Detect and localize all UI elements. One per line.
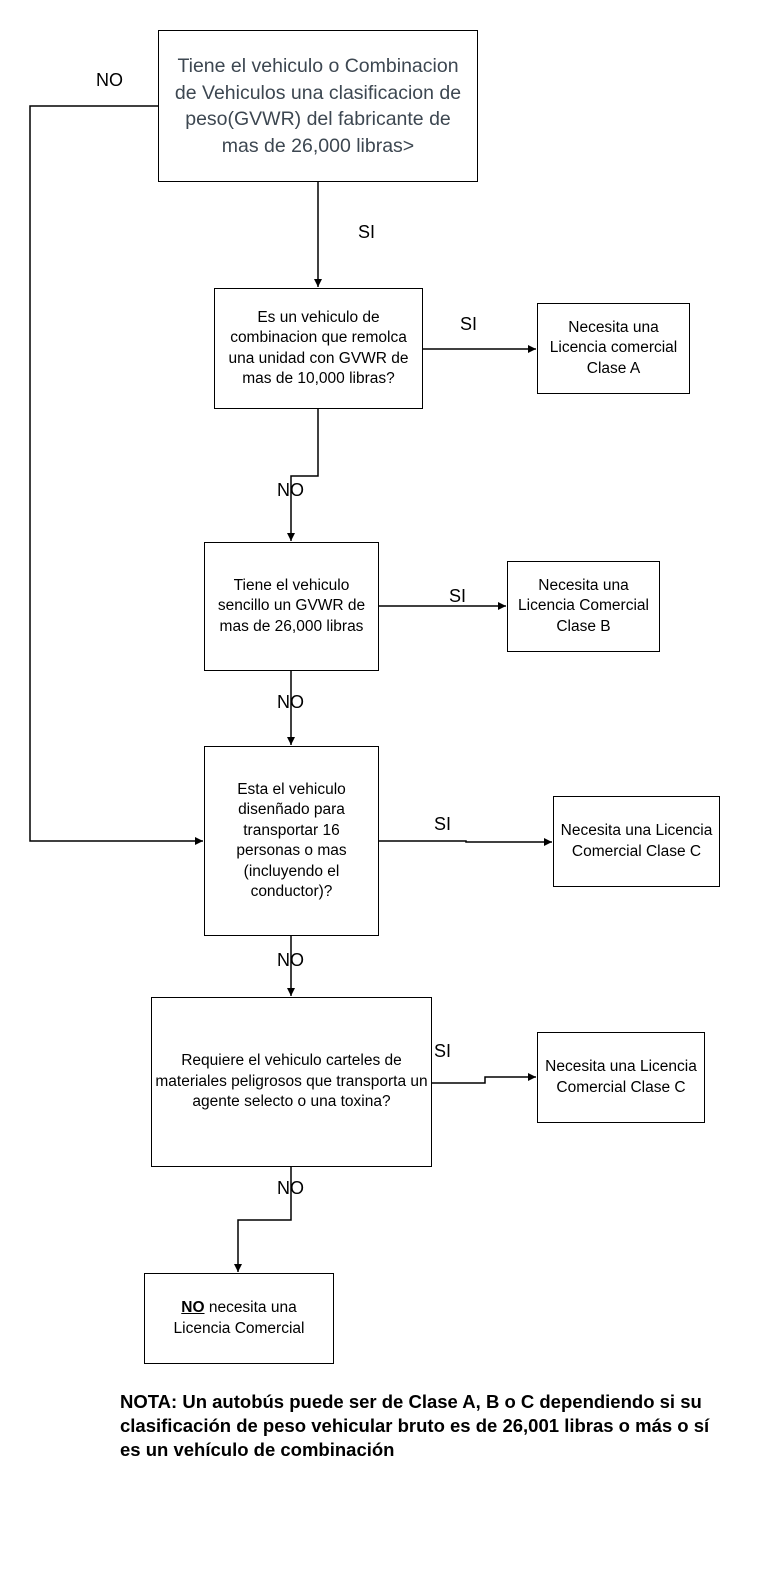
result-class-c-passengers: Necesita una Licencia Comercial Clase C: [553, 796, 720, 887]
result-class-b-text: Necesita una Licencia Comercial Clase B: [518, 576, 649, 635]
label-no-q5: NO: [277, 1178, 304, 1198]
result-class-b: Necesita una Licencia Comercial Clase B: [507, 561, 660, 652]
label-no-q2: NO: [277, 480, 304, 500]
connector-q1-no-to-q4: [29, 105, 203, 845]
question-gvwr-over-26000-text: Tiene el vehiculo o Combinacion de Vehic…: [174, 55, 462, 157]
label-no-q3: NO: [277, 692, 304, 712]
question-combination-towing-text: Es un vehiculo de combinacion que remolc…: [228, 308, 409, 388]
label-yes-q1: SI: [358, 222, 376, 242]
connector-q5-yes-to-class-c: [432, 1073, 536, 1084]
result-no-license: NO necesita una Licencia Comercial: [144, 1273, 334, 1364]
question-gvwr-over-26000: Tiene el vehiculo o Combinacion de Vehic…: [158, 30, 478, 182]
connector-q2-no-to-q3: [287, 409, 319, 541]
result-no-license-text: NO necesita una Licencia Comercial: [145, 1298, 333, 1339]
label-yes-q2: SI: [460, 314, 478, 334]
question-combination-towing: Es un vehiculo de combinacion que remolc…: [214, 288, 423, 409]
connector-q4-yes-to-class-c: [379, 838, 552, 846]
result-no-license-emphasis: NO: [181, 1299, 205, 1316]
question-single-vehicle-gvwr-text: Tiene el vehiculo sencillo un GVWR de ma…: [217, 576, 366, 635]
question-single-vehicle-gvwr: Tiene el vehiculo sencillo un GVWR de ma…: [204, 542, 379, 671]
question-hazardous-materials-text: Requiere el vehiculo carteles de materia…: [155, 1052, 428, 1111]
result-class-c-hazmat: Necesita una Licencia Comercial Clase C: [537, 1032, 705, 1123]
result-no-license-rest: necesita una Licencia Comercial: [173, 1299, 305, 1337]
label-yes-q3: SI: [449, 586, 467, 606]
bus-class-note: NOTA: Un autobús puede ser de Clase A, B…: [120, 1391, 710, 1460]
connector-q5-no-to-no-license: [234, 1167, 292, 1272]
label-yes-q4: SI: [434, 814, 452, 834]
result-class-a: Necesita una Licencia comercial Clase A: [537, 303, 690, 394]
question-16-passengers: Esta el vehiculo disenñado para transpor…: [204, 746, 379, 936]
result-class-c-passengers-text: Necesita una Licencia Comercial Clase C: [560, 822, 713, 860]
label-yes-q5: SI: [434, 1041, 452, 1061]
result-class-a-text: Necesita una Licencia comercial Clase A: [549, 318, 678, 377]
question-hazardous-materials: Requiere el vehiculo carteles de materia…: [151, 997, 432, 1167]
result-class-c-hazmat-text: Necesita una Licencia Comercial Clase C: [545, 1058, 697, 1096]
label-no-q1: NO: [96, 70, 123, 90]
label-no-q4: NO: [277, 950, 304, 970]
question-16-passengers-text: Esta el vehiculo disenñado para transpor…: [236, 780, 347, 901]
